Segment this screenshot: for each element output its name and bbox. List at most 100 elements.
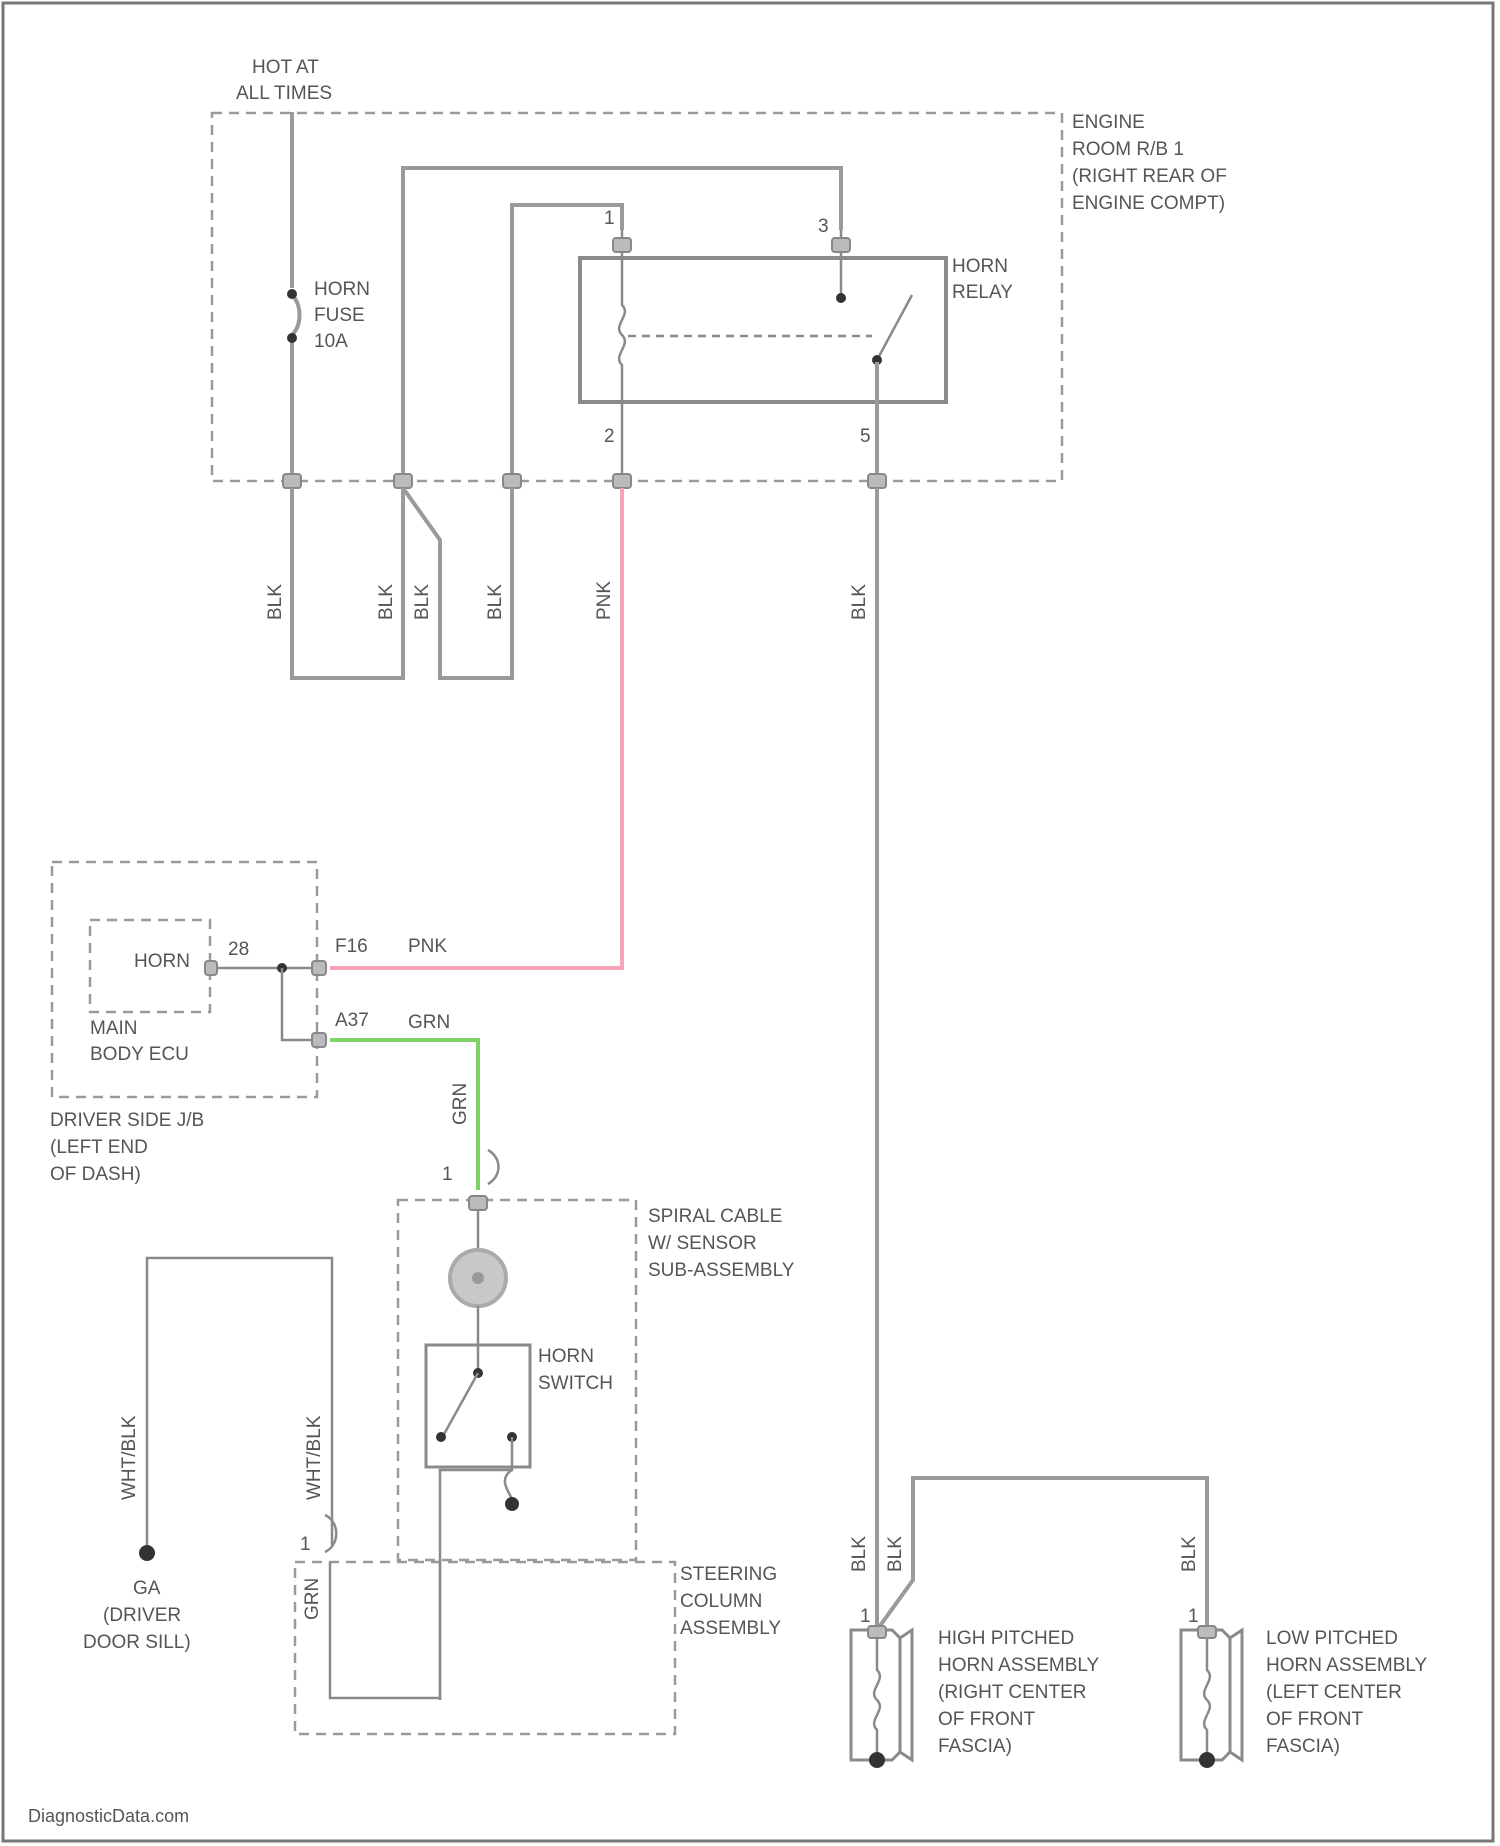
- horn-relay-label-2: RELAY: [952, 282, 1013, 303]
- rb-connectors: [283, 238, 886, 488]
- engine-room-rb-label-1: ENGINE: [1072, 112, 1145, 133]
- blk-high-to-low-horn-wire: [877, 1478, 1207, 1630]
- high-horn-label-4: OF FRONT: [938, 1709, 1035, 1730]
- wire-label-pnk-horizontal: PNK: [408, 936, 447, 957]
- high-pitched-horn: [851, 1626, 912, 1768]
- wire-label-pnk-vertical: PNK: [594, 581, 615, 620]
- blk-loop-left: [292, 488, 403, 678]
- spiral-cable-coil-center: [472, 1272, 484, 1284]
- horn-switch-ground-wire-b: [505, 1470, 512, 1500]
- spiral-cable-label-2: W/ SENSOR: [648, 1233, 757, 1254]
- pnk-wire: [330, 488, 622, 968]
- high-horn-label-1: HIGH PITCHED: [938, 1628, 1074, 1649]
- wire-label-blk-3: BLK: [412, 584, 433, 620]
- driver-side-jb-label-3: OF DASH): [50, 1164, 141, 1185]
- relay-contact-arm: [877, 295, 912, 360]
- low-horn-coil: [1204, 1636, 1210, 1758]
- relay-coil: [619, 230, 625, 480]
- driver-side-jb-label-1: DRIVER SIDE J/B: [50, 1110, 204, 1131]
- ecu-pin-f16: F16: [335, 936, 368, 957]
- horn-fuse-label-3: 10A: [314, 331, 348, 352]
- low-horn-label-4: OF FRONT: [1266, 1709, 1363, 1730]
- ecu-pin-a37: A37: [335, 1010, 369, 1031]
- wht-blk-connector-mark: [325, 1515, 336, 1552]
- high-horn-coil: [874, 1636, 880, 1758]
- horn-fuse-label-1: HORN: [314, 279, 370, 300]
- wire-label-blk-4: BLK: [485, 584, 506, 620]
- horn-switch-label-2: SWITCH: [538, 1373, 613, 1394]
- low-horn-connector: [1198, 1626, 1216, 1638]
- horn-relay-box: [580, 258, 946, 402]
- horn-fuse-label-2: FUSE: [314, 305, 365, 326]
- wire-label-blk-1: BLK: [265, 584, 286, 620]
- ecu-a37-connector: [312, 1033, 326, 1047]
- relay-contact-fixed: [836, 293, 846, 303]
- high-horn-ground: [869, 1752, 885, 1768]
- ground-label-1: GA: [133, 1578, 161, 1599]
- horn-switch-arm: [443, 1373, 478, 1436]
- engine-room-rb-label-4: ENGINE COMPT): [1072, 193, 1225, 214]
- ecu-junction-to-a37: [282, 968, 318, 1040]
- ecu-pin-28-connector: [205, 961, 217, 975]
- wire-label-grn-vertical: GRN: [450, 1083, 471, 1125]
- low-horn-pin: 1: [1188, 1606, 1199, 1627]
- low-horn-ground: [1199, 1752, 1215, 1768]
- wire-label-wht-blk-1: WHT/BLK: [119, 1415, 140, 1500]
- grn-wire-connector-mark: [488, 1150, 499, 1184]
- spiral-cable-label-3: SUB-ASSEMBLY: [648, 1260, 795, 1281]
- low-horn-label-2: HORN ASSEMBLY: [1266, 1655, 1428, 1676]
- wire-label-blk-low: BLK: [1179, 1536, 1200, 1572]
- horn-fuse-symbol: [292, 295, 300, 335]
- high-horn-connector: [868, 1626, 886, 1638]
- relay-pin-5: 5: [860, 426, 871, 447]
- ground-label-2: (DRIVER: [103, 1605, 181, 1626]
- low-horn-label-3: (LEFT CENTER: [1266, 1682, 1402, 1703]
- fuse-terminal-top: [287, 289, 297, 299]
- high-horn-pin: 1: [860, 1606, 871, 1627]
- wire-label-grn-steering: GRN: [302, 1578, 323, 1620]
- low-horn-label-5: FASCIA): [1266, 1736, 1340, 1757]
- spiral-cable-pin: 1: [442, 1164, 453, 1185]
- ecu-horn-label: HORN: [134, 951, 190, 972]
- blk-loop-middle: [403, 488, 512, 678]
- steering-column-label-2: COLUMN: [680, 1591, 762, 1612]
- relay-pin-3: 3: [818, 216, 829, 237]
- steering-column-pin: 1: [300, 1534, 311, 1555]
- engine-room-rb-label-2: ROOM R/B 1: [1072, 139, 1184, 160]
- steering-column-loop: [330, 1560, 440, 1698]
- high-horn-label-3: (RIGHT CENTER: [938, 1682, 1086, 1703]
- spiral-cable-top-connector: [469, 1196, 487, 1210]
- ground-label-3: DOOR SILL): [83, 1632, 191, 1653]
- wire-label-blk-high-2: BLK: [885, 1536, 906, 1572]
- wire-label-blk-relay: BLK: [849, 584, 870, 620]
- relay-pin-2: 2: [604, 426, 615, 447]
- wire-label-blk-2: BLK: [376, 584, 397, 620]
- horn-relay-label-1: HORN: [952, 256, 1008, 277]
- high-horn-label-5: FASCIA): [938, 1736, 1012, 1757]
- low-horn-label-1: LOW PITCHED: [1266, 1628, 1398, 1649]
- engine-room-rb-label-3: (RIGHT REAR OF: [1072, 166, 1227, 187]
- steering-column-box: [295, 1562, 675, 1734]
- fuse-terminal-bottom: [287, 333, 297, 343]
- wire-label-grn-horizontal: GRN: [408, 1012, 450, 1033]
- horn-switch-ground-point: [505, 1497, 519, 1511]
- relay-pin-1: 1: [604, 208, 615, 229]
- horn-switch-label-1: HORN: [538, 1346, 594, 1367]
- driver-side-jb-label-2: (LEFT END: [50, 1137, 148, 1158]
- wire-label-wht-blk-2: WHT/BLK: [304, 1415, 325, 1500]
- steering-column-label-3: ASSEMBLY: [680, 1618, 781, 1639]
- high-horn-bell: [900, 1630, 912, 1760]
- watermark: DiagnosticData.com: [28, 1806, 189, 1826]
- ground-point-ga: [139, 1545, 155, 1561]
- horn-switch-contact-left: [436, 1432, 446, 1442]
- low-horn-bell: [1230, 1630, 1242, 1760]
- steering-column-label-1: STEERING: [680, 1564, 777, 1585]
- main-body-ecu-label-2: BODY ECU: [90, 1044, 189, 1065]
- power-label-2: ALL TIMES: [236, 83, 332, 104]
- power-label-1: HOT AT: [252, 57, 319, 78]
- horn-switch-ground-wire: [440, 1437, 512, 1700]
- wire-label-blk-high-1: BLK: [849, 1536, 870, 1572]
- ecu-inner-pin: 28: [228, 939, 249, 960]
- low-pitched-horn: [1181, 1626, 1242, 1768]
